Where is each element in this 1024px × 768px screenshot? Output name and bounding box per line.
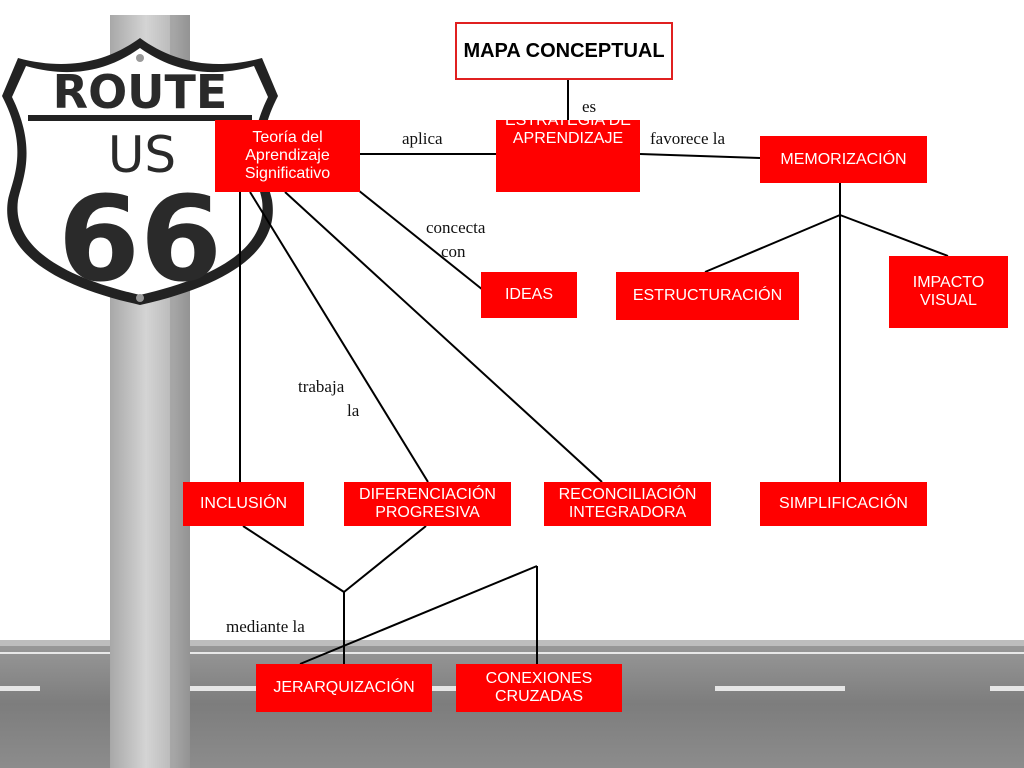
node-inclusion: INCLUSIÓN bbox=[183, 482, 304, 526]
node-estrategia: ESTRATEGIA DE APRENDIZAJE bbox=[496, 120, 640, 192]
link-label-es: es bbox=[582, 97, 597, 116]
route-66-shield: ROUTE US 66 bbox=[2, 38, 278, 308]
node-conexiones: CONEXIONES CRUZADAS bbox=[456, 664, 622, 712]
link-label-concecta: concecta bbox=[426, 218, 486, 237]
node-reconciliacion: RECONCILIACIÓN INTEGRADORA bbox=[544, 482, 711, 526]
link-label-trabaja: trabaja bbox=[298, 377, 345, 396]
link-label-favorece: favorece la bbox=[650, 129, 726, 148]
node-ideas: IDEAS bbox=[481, 272, 577, 318]
link-label-la: la bbox=[347, 401, 360, 420]
link-label-mediante: mediante la bbox=[226, 617, 305, 636]
node-jerarquizacion: JERARQUIZACIÓN bbox=[256, 664, 432, 712]
sign-text-us: US bbox=[108, 126, 176, 184]
node-estructuracion: ESTRUCTURACIÓN bbox=[616, 272, 799, 320]
node-simplificacion: SIMPLIFICACIÓN bbox=[760, 482, 927, 526]
node-teoria: Teoría del Aprendizaje Significativo bbox=[215, 120, 360, 192]
sign-text-66: 66 bbox=[58, 170, 222, 308]
sign-text-route: ROUTE bbox=[53, 65, 228, 119]
node-diferenciacion: DIFERENCIACIÓN PROGRESIVA bbox=[344, 482, 511, 526]
node-impacto-visual: IMPACTO VISUAL bbox=[889, 256, 1008, 328]
map-title: MAPA CONCEPTUAL bbox=[455, 22, 673, 80]
link-label-con: con bbox=[441, 242, 466, 261]
node-memorizacion: MEMORIZACIÓN bbox=[760, 136, 927, 183]
link-label-aplica: aplica bbox=[402, 129, 443, 148]
